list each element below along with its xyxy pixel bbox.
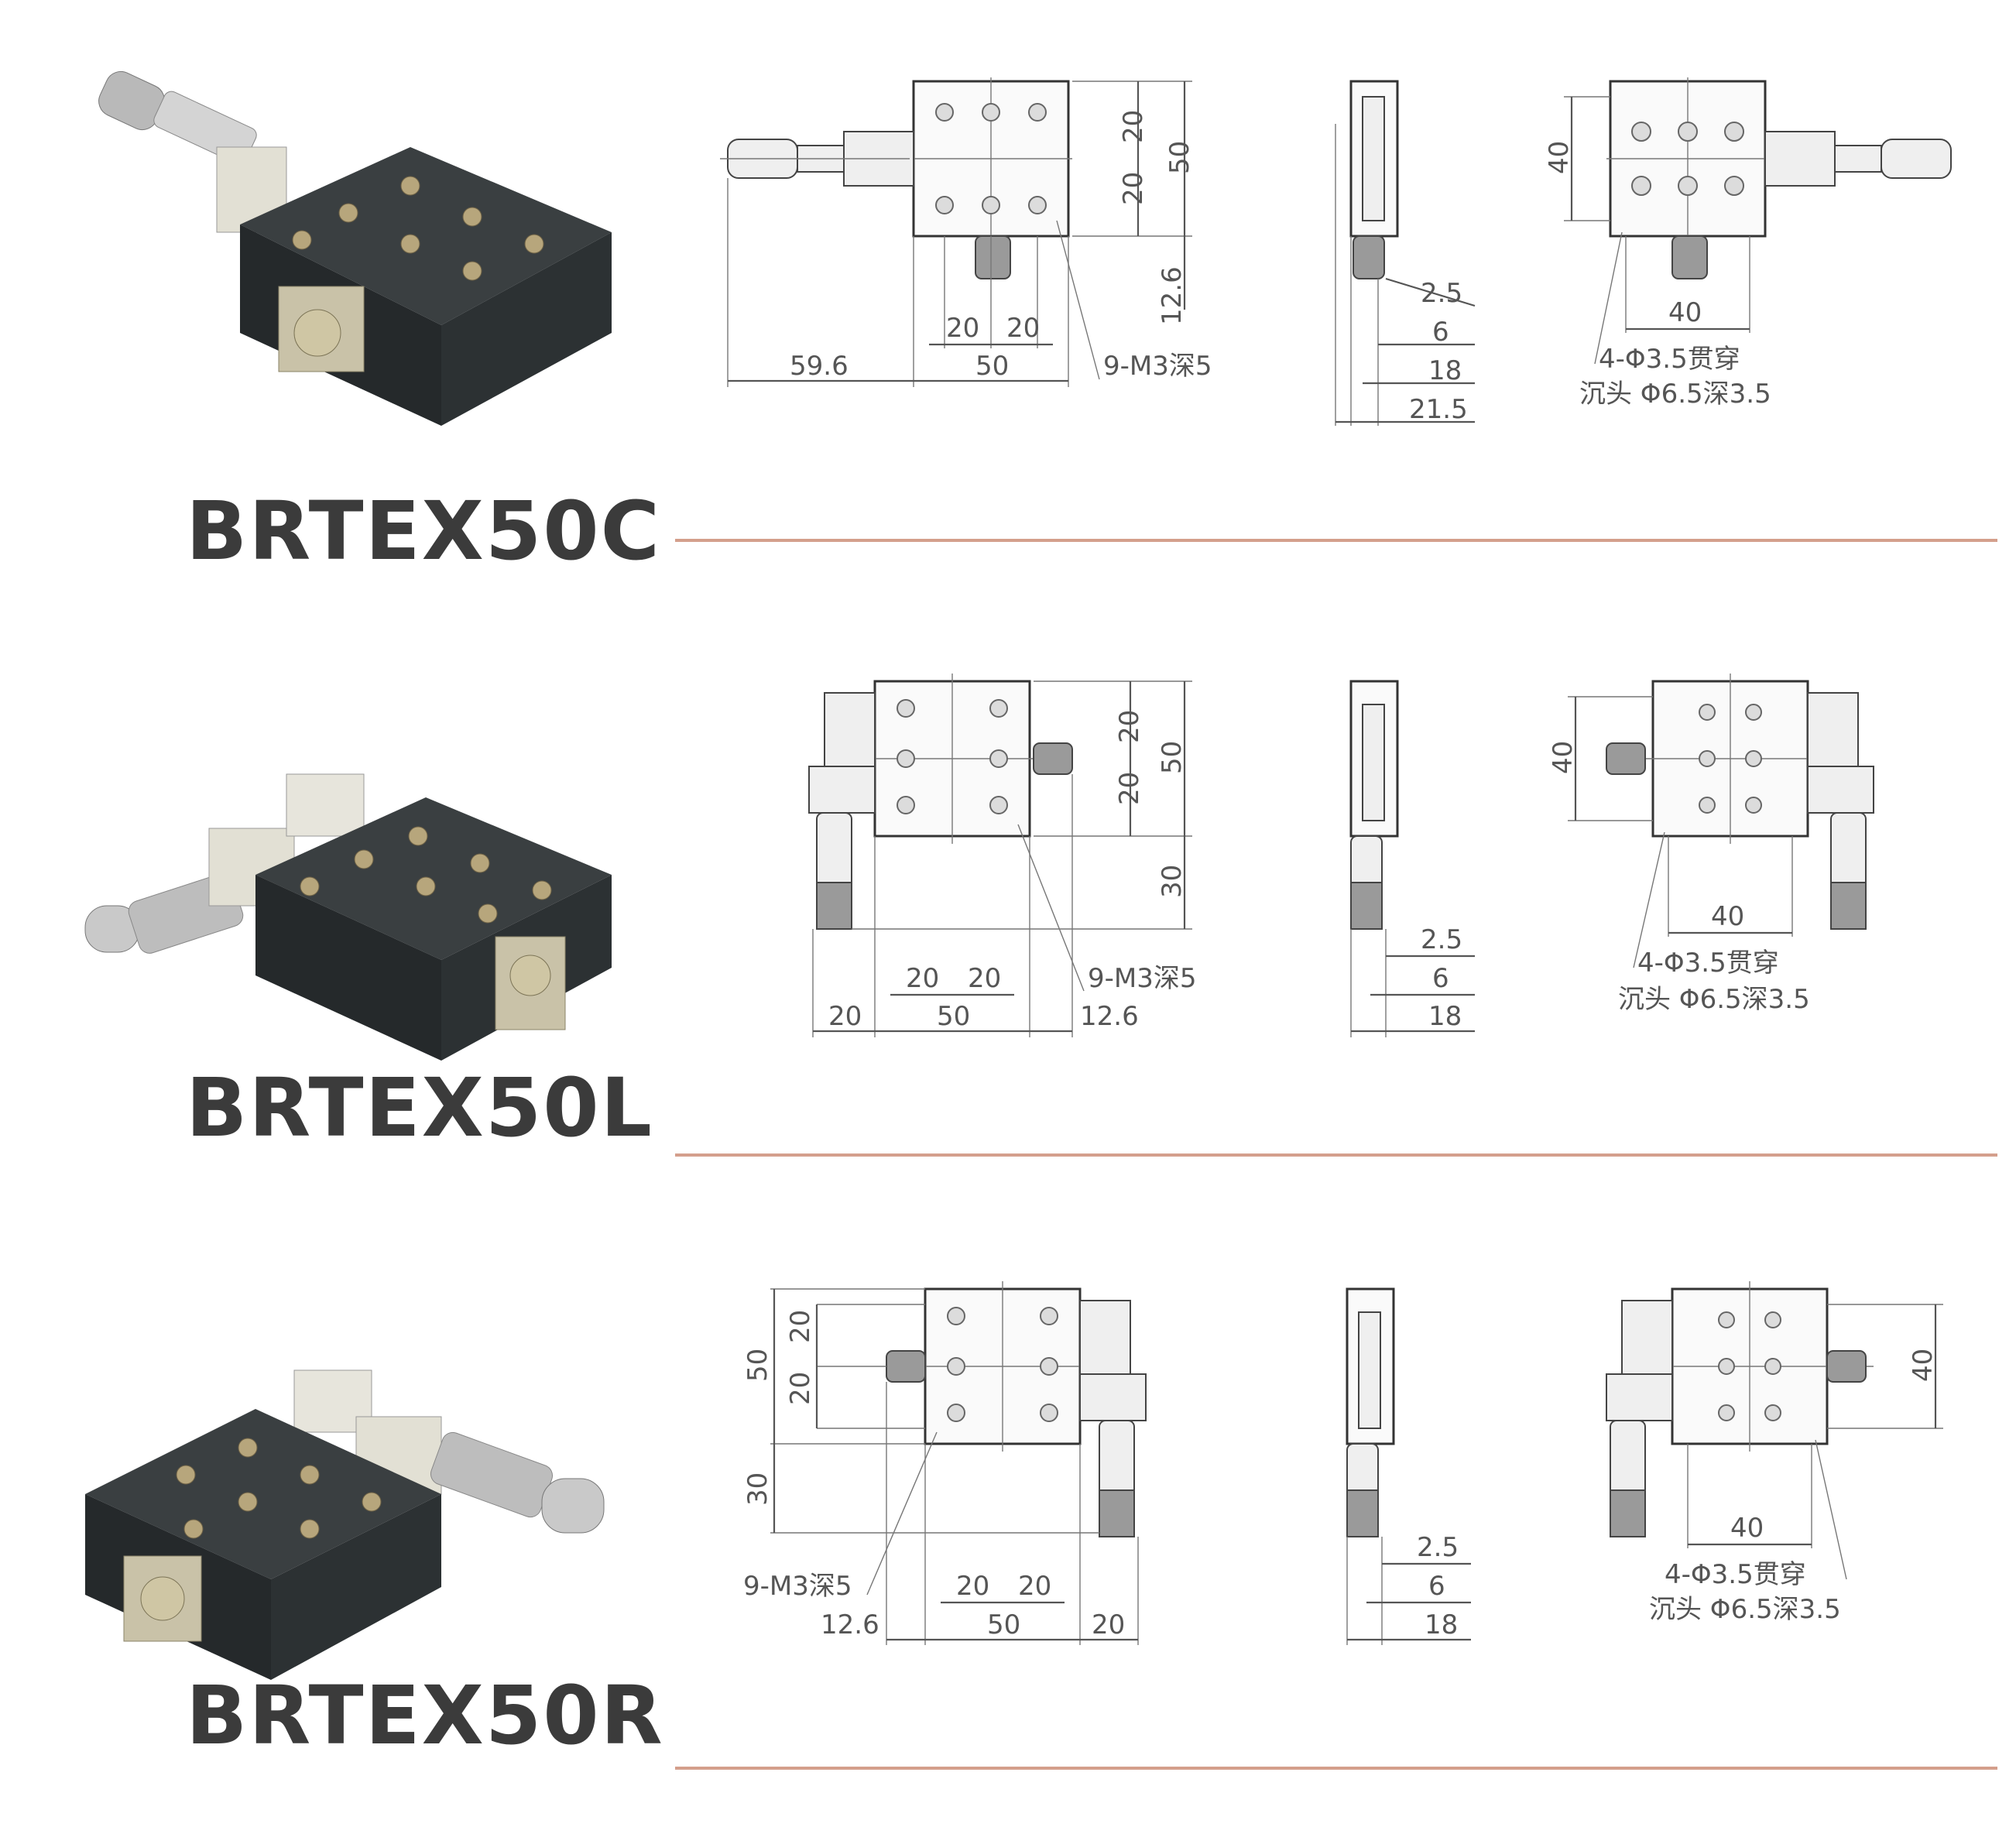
stage-photo-c [98,70,612,426]
dim-width: 50 [987,1609,1020,1640]
dim-pitch-y1: 20 [1114,710,1145,743]
dim-micrometer: 30 [742,1472,773,1506]
dim-bottom-h: 40 [1548,741,1579,774]
dim-pitch-y1: 20 [785,1310,816,1343]
dim-height: 50 [742,1349,773,1382]
bottom-view: 40 40 4-Φ3.5贯穿 沉头 Φ6.5深3.5 [1606,1281,1943,1625]
dim-side-3: 18 [1425,1609,1458,1640]
through-note: 4-Φ3.5贯穿 [1599,344,1740,375]
dim-pitch-y1: 20 [1118,110,1149,143]
dim-side-3: 18 [1428,355,1462,386]
stage-photo-l [84,773,612,1061]
dimension-drawing-c: 20 20 50 12.6 20 20 59.6 50 9-M3深5 [720,77,1952,426]
dim-micrometer: 30 [1157,865,1188,898]
dim-width: 50 [975,351,1009,382]
dim-side-1: 2.5 [1421,278,1462,309]
counterbore-note: 沉头 Φ6.5深3.5 [1649,1594,1841,1625]
section-divider [675,539,1997,542]
section-brtex50c: BRTEX50C 20 20 50 12.6 [0,0,2016,612]
dim-side-1: 2.5 [1421,924,1462,955]
dim-side-4: 21.5 [1409,394,1468,425]
through-note: 4-Φ3.5贯穿 [1665,1559,1806,1590]
model-name: BRTEX50L [186,1061,653,1155]
dim-pitch-y2: 20 [1114,772,1145,805]
dim-side-2: 6 [1428,1571,1445,1602]
counterbore-note: 沉头 Φ6.5深3.5 [1579,379,1771,410]
dim-side-2: 6 [1432,963,1449,994]
dim-pitch-x2: 20 [968,963,1001,994]
through-note: 4-Φ3.5贯穿 [1637,948,1779,979]
dim-pitch-x1: 20 [906,963,939,994]
dim-left: 20 [828,1001,862,1032]
dim-pitch-x2: 20 [1018,1571,1051,1602]
dim-height: 50 [1164,141,1195,174]
top-view: 20 20 50 30 20 20 20 50 12.6 9-M3深5 [808,674,1197,1037]
dim-pitch-x1: 20 [956,1571,989,1602]
dim-clamp: 12.6 [1157,266,1188,325]
thread-note: 9-M3深5 [1088,963,1197,994]
micrometer-icon [84,773,365,954]
dim-clamp: 12.6 [1080,1001,1139,1032]
dimension-drawing-r: 20 20 50 30 20 20 12.6 50 20 9-M3深5 [742,1281,1943,1645]
dim-bottom-w: 40 [1730,1513,1764,1544]
model-name: BRTEX50C [186,484,661,578]
dim-micrometer: 59.6 [790,351,849,382]
section-divider [675,1153,1997,1157]
stage-photo-r [85,1369,605,1680]
bottom-view: 40 40 4-Φ3.5贯穿 沉头 Φ6.5深3.5 [1548,674,1874,1015]
side-view: 2.5 6 18 21.5 [1335,80,1476,426]
counterbore-note: 沉头 Φ6.5深3.5 [1618,984,1810,1015]
top-view: 20 20 50 30 20 20 12.6 50 20 9-M3深5 [742,1281,1147,1645]
dim-side-2: 6 [1432,317,1449,348]
side-view: 2.5 6 18 [1346,1287,1471,1645]
dim-bottom-w: 40 [1668,297,1702,328]
section-brtex50r: BRTEX50R 20 20 50 [0,1215,2016,1827]
dim-height: 50 [1157,741,1188,774]
dim-pitch-x2: 20 [1006,313,1040,344]
dim-width: 50 [937,1001,970,1032]
thread-note: 9-M3深5 [1103,351,1212,382]
thread-note: 9-M3深5 [743,1571,852,1602]
dim-pitch-x1: 20 [946,313,979,344]
dim-bottom-w: 40 [1711,901,1744,932]
dim-bottom-h: 40 [1908,1349,1939,1382]
dim-right: 20 [1092,1609,1125,1640]
dim-bottom-h: 40 [1544,141,1575,174]
dim-pitch-y2: 20 [1118,172,1149,205]
side-view: 2.5 6 18 [1349,680,1475,1037]
dim-side-3: 18 [1428,1001,1462,1032]
top-view: 20 20 50 12.6 20 20 59.6 50 9-M3深5 [720,77,1212,387]
model-name: BRTEX50R [186,1668,664,1763]
dimension-drawing-l: 20 20 50 30 20 20 20 50 12.6 9-M3深5 [808,674,1874,1037]
dim-side-1: 2.5 [1417,1532,1459,1563]
bottom-view: 40 40 4-Φ3.5贯穿 沉头 Φ6.5深3.5 [1544,77,1952,410]
section-divider [675,1767,1997,1770]
dim-clamp: 12.6 [821,1609,879,1640]
micrometer-icon [98,70,287,233]
dim-pitch-y2: 20 [785,1372,816,1405]
section-brtex50l: BRTEX50L 20 20 50 30 [0,604,2016,1215]
